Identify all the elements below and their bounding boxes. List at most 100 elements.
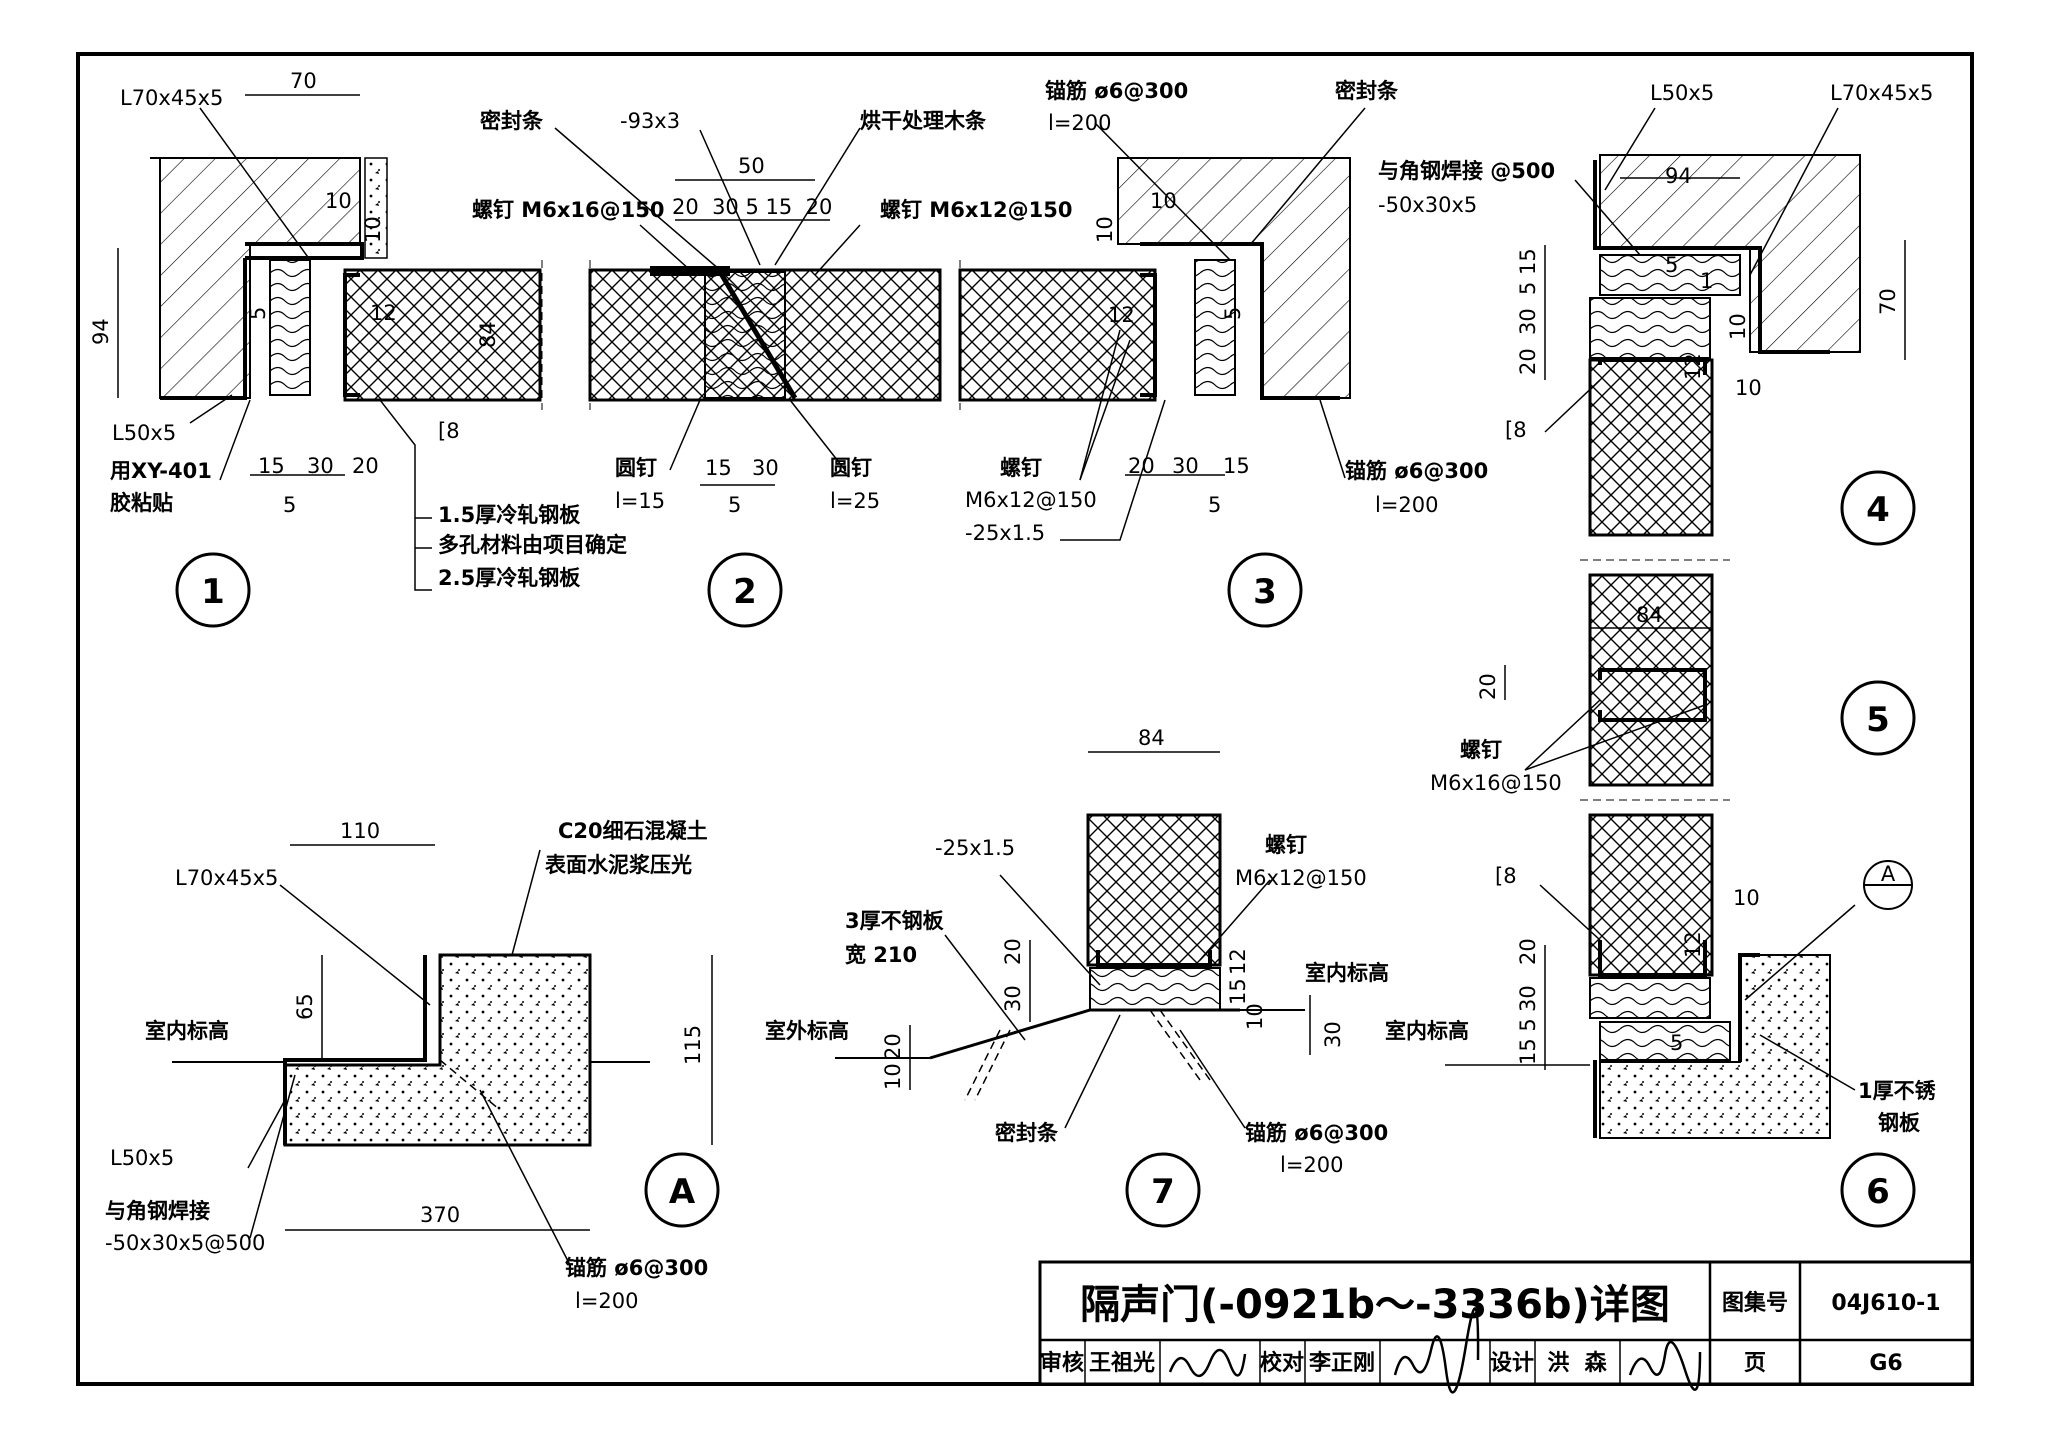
anchor-bar xyxy=(964,1029,1011,1101)
label: 多孔材料由项目确定 xyxy=(438,533,627,557)
dim-text: 12 xyxy=(370,301,397,325)
detail-4: L50x5 L70x45x5 与角钢焊接 @500 -50x30x5 94 70… xyxy=(1378,81,1933,546)
dim-text: 10 xyxy=(1093,216,1117,243)
label: L70x45x5 xyxy=(175,866,278,890)
label: [8 xyxy=(1495,864,1517,888)
label: 室内标高 xyxy=(145,1019,229,1043)
dim-text: 70 xyxy=(1876,288,1900,315)
label: 宽 210 xyxy=(845,943,917,967)
leader xyxy=(774,127,861,266)
dim-text: 20 xyxy=(1476,673,1500,700)
dim-text: 50 xyxy=(738,154,765,178)
dim-text: 84 xyxy=(1138,726,1165,750)
label: 胶粘贴 xyxy=(110,491,173,515)
angle-steel xyxy=(1593,953,1760,1138)
design-label: 设计 xyxy=(1490,1351,1534,1376)
detail-number: 1 xyxy=(201,572,225,612)
angle-steel xyxy=(283,955,427,1145)
wood-strip xyxy=(1194,259,1236,396)
dim-text: 10 xyxy=(1735,376,1762,400)
reviewer-name: 王祖光 xyxy=(1089,1351,1155,1376)
leader xyxy=(247,1099,286,1169)
dim-text: 94 xyxy=(1665,164,1692,188)
label: 螺钉 M6x12@150 xyxy=(880,198,1072,222)
label: l=200 xyxy=(1280,1153,1344,1177)
detail-marker xyxy=(175,552,251,628)
leader xyxy=(1744,904,1856,1001)
dim-text: 12 xyxy=(1108,303,1135,327)
label: 螺钉 xyxy=(1460,738,1502,762)
label: 锚筋 ø6@300 xyxy=(565,1256,708,1280)
dim-text: 10 xyxy=(881,1063,905,1090)
designer-signature xyxy=(1628,1340,1702,1391)
label: 1厚不锈 xyxy=(1858,1079,1937,1103)
channel-steel xyxy=(1598,940,1707,977)
leader xyxy=(1079,329,1121,481)
dim-text: 10 xyxy=(1243,1003,1267,1030)
label: 密封条 xyxy=(480,109,544,133)
label: L50x5 xyxy=(110,1146,174,1170)
dim-text: 10 xyxy=(1733,886,1760,910)
mortar xyxy=(364,157,388,259)
detail-marker xyxy=(1227,552,1303,628)
label: 螺钉 xyxy=(1265,833,1307,857)
drawing-title: 隔声门(-0921b～-3336b)详图 xyxy=(1080,1282,1670,1328)
label: l=200 xyxy=(1048,111,1112,135)
leader xyxy=(379,399,432,591)
dim-text: 84 xyxy=(476,321,500,348)
page-label: 页 xyxy=(1744,1351,1766,1376)
anchor-bar xyxy=(1149,1009,1211,1081)
dim-text: 110 xyxy=(340,819,380,843)
leader xyxy=(479,1089,571,1266)
leader xyxy=(1094,122,1231,261)
leader xyxy=(1064,1014,1121,1129)
leader xyxy=(1524,704,1706,771)
check-label: 校对 xyxy=(1260,1350,1304,1376)
leader xyxy=(554,127,721,271)
door-panel xyxy=(958,268,1157,402)
label: -93x3 xyxy=(620,109,680,133)
label: -50x30x5@500 xyxy=(105,1231,265,1255)
leader xyxy=(219,399,251,481)
label: C20细石混凝土 xyxy=(558,819,708,843)
detail-5: 84 20 螺钉 M6x16@150 5 xyxy=(1430,559,1916,801)
door-panel xyxy=(1588,813,1714,977)
dim-text: 70 xyxy=(290,69,317,93)
seal-strip xyxy=(717,270,798,400)
detail-marker xyxy=(644,1152,720,1228)
door-panel xyxy=(1086,813,1222,967)
channel-steel xyxy=(1598,358,1707,375)
leader xyxy=(249,1074,296,1239)
leader xyxy=(1179,1029,1246,1129)
dim-text: 30 xyxy=(1516,985,1540,1012)
wood-strip xyxy=(704,271,786,399)
detail-3: 锚筋 ø6@300 l=200 密封条 10 10 12 5 螺钉 M6x12@… xyxy=(958,79,1488,628)
channel-steel xyxy=(1096,950,1212,967)
label: [8 xyxy=(438,419,460,443)
wood-strip xyxy=(269,259,311,396)
label: M6x12@150 xyxy=(1235,866,1367,890)
label: 室内标高 xyxy=(1385,1019,1469,1043)
section-mark-text: A xyxy=(1881,862,1896,886)
wood-strip xyxy=(1589,297,1711,359)
angle-steel xyxy=(1593,160,1830,354)
wood-strip xyxy=(1089,967,1221,1011)
label: 密封条 xyxy=(995,1121,1059,1145)
dim-text: 12 xyxy=(1681,353,1705,380)
dim-text: 5 xyxy=(1208,493,1221,517)
leader xyxy=(279,884,431,1006)
detail-number: 4 xyxy=(1866,490,1890,530)
sheet-border xyxy=(76,52,1974,1386)
detail-number: 7 xyxy=(1151,1172,1175,1212)
detail-number: 3 xyxy=(1253,572,1277,612)
label: 烘干处理木条 xyxy=(860,109,987,133)
leader xyxy=(1759,1034,1856,1091)
review-label: 审核 xyxy=(1040,1350,1084,1376)
label: 锚筋 ø6@300 xyxy=(1345,459,1488,483)
wood-strip xyxy=(1599,254,1741,296)
dim-text: 20 xyxy=(1001,938,1025,965)
dim-text: 115 xyxy=(681,1025,705,1065)
detail-1: L70x45x5 70 10 10 94 5 12 84 L50x5 用XY-4… xyxy=(89,69,627,628)
leader xyxy=(669,399,701,471)
stainless-plate xyxy=(929,1008,1240,1060)
